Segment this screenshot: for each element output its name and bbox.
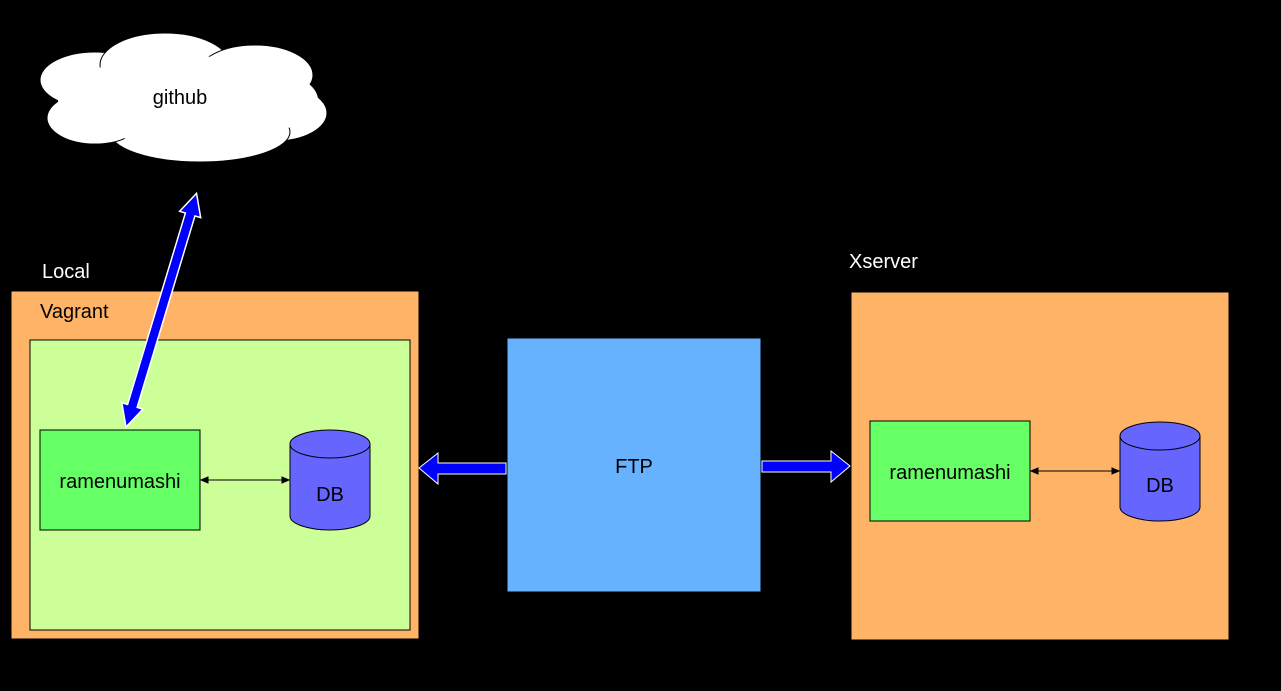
github-sync-arrow [120, 191, 202, 429]
cloud-icon [39, 32, 328, 163]
ftp-label: FTP [615, 456, 653, 478]
xserver-app-db-connector [1029, 467, 1121, 475]
local-title: Local [42, 261, 90, 283]
local-app-db-connector [199, 476, 291, 484]
database-cylinder-icon [289, 429, 371, 531]
xserver-db-label: DB [1146, 475, 1174, 497]
ftp-box [506, 337, 762, 593]
ftp-to-xserver-arrow [761, 449, 851, 484]
xserver-app-box [869, 420, 1031, 522]
xserver-app-label: ramenumashi [889, 462, 1010, 484]
database-cylinder-icon [1119, 421, 1201, 522]
github-label: github [153, 87, 208, 109]
local-app-box [39, 429, 201, 531]
ftp-to-local-arrow [418, 451, 507, 486]
vagrant-label: Vagrant [40, 301, 109, 323]
local-db-label: DB [316, 484, 344, 506]
local-app-label: ramenumashi [59, 471, 180, 493]
xserver-title: Xserver [849, 251, 918, 273]
github-cloud: github [39, 32, 328, 163]
